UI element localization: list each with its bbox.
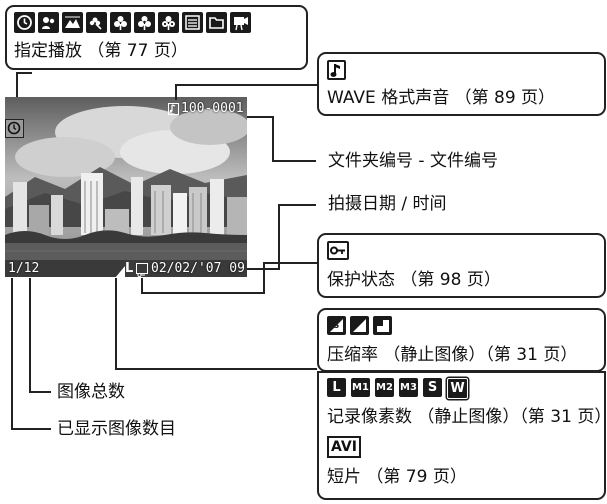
compression-box: S 压缩率 （静止图像）（第 31 页）: [317, 308, 606, 372]
compression-marker-icon: [115, 263, 125, 277]
file-number-label: 文件夹编号 - 文件编号: [328, 151, 498, 171]
club-three-icon: [158, 12, 179, 33]
size-w-icon: W: [447, 378, 468, 399]
wave-sound-caption: WAVE 格式声音 （第 89 页）: [327, 88, 556, 108]
total-images-label: 图像总数: [57, 382, 125, 402]
club-one-icon: [110, 12, 131, 33]
file-number-leader-horizontal: [272, 160, 316, 162]
protect-leader-to-box: [263, 262, 317, 264]
datetime-label: 拍摄日期 / 时间: [328, 194, 447, 214]
protect-box: 保护状态 （第 98 页）: [317, 233, 606, 298]
displayed-image-leader-vertical: [11, 278, 13, 430]
displayed-image-label: 已显示图像数目: [57, 419, 176, 439]
folder-icon: [206, 12, 227, 33]
list-icon: [182, 12, 203, 33]
size-m3-icon: M3: [399, 378, 418, 397]
displayed-image-leader-horizontal: [11, 428, 51, 430]
compression-leader-horizontal: [115, 368, 317, 370]
city-photo: [5, 97, 247, 277]
lcd-preview-screen: 100-0001 1/12 L 02/02/'07 09:30: [5, 97, 247, 277]
macro-icon: [86, 12, 107, 33]
protect-marker-icon: [136, 263, 148, 277]
size-m2-icon: M2: [375, 378, 394, 397]
superfine-icon: S: [327, 316, 346, 335]
compression-caption: 压缩率 （静止图像）（第 31 页）: [327, 345, 578, 365]
fine-icon: [350, 316, 369, 335]
compression-icon-row: S: [327, 316, 392, 335]
resolution-box: L M1 M2 M3 S W 记录像素数 （静止图像）（第 31 页） AVI …: [317, 371, 607, 500]
club-two-icon: [134, 12, 155, 33]
size-l-icon: L: [327, 378, 346, 397]
landscape-icon: [62, 12, 83, 33]
key-icon: [327, 241, 349, 260]
file-number-overlay: 100-0001: [181, 101, 244, 116]
total-images-leader-vertical: [29, 278, 31, 393]
portrait-icon: [38, 12, 59, 33]
size-marker-text: L: [125, 261, 134, 276]
jump-playback-caption: 指定播放 （第 77 页）: [14, 41, 188, 61]
total-images-leader-horizontal: [29, 391, 51, 393]
datetime-leader-horizontal: [278, 204, 316, 206]
wave-sound-marker-icon: [168, 103, 179, 115]
audio-note-icon: [327, 60, 346, 80]
resolution-caption: 记录像素数 （静止图像）（第 31 页）: [327, 407, 607, 427]
protect-leader-up: [263, 262, 265, 294]
image-count-overlay: 1/12: [8, 261, 40, 276]
protect-leader-vertical: [141, 278, 143, 294]
jump-icon-row: [14, 12, 251, 33]
wave-sound-box: WAVE 格式声音 （第 89 页）: [317, 52, 606, 116]
avi-caption: 短片 （第 79 页）: [327, 467, 467, 487]
jump-marker-icon: [5, 119, 24, 138]
wave-leader-vertical: [175, 84, 177, 100]
datetime-leader-vertical: [278, 204, 280, 270]
compression-leader-vertical: [115, 278, 117, 370]
resolution-icon-row: L M1 M2 M3 S W: [327, 378, 468, 399]
size-s-icon: S: [423, 378, 442, 397]
svg-text:S: S: [334, 321, 340, 330]
avi-icon: AVI: [327, 436, 361, 458]
datetime-overlay: 02/02/'07 09:30: [151, 261, 247, 276]
protect-leader-horizontal: [141, 292, 265, 294]
jump-playback-box: 指定播放 （第 77 页）: [5, 5, 308, 70]
jump-leader-horizontal: [16, 72, 32, 74]
file-number-leader-top: [247, 116, 274, 118]
movie-icon: [230, 12, 251, 33]
file-number-leader-vertical: [272, 116, 274, 162]
protect-caption: 保护状态 （第 98 页）: [327, 270, 501, 290]
normal-icon: [373, 316, 392, 335]
wave-leader-horizontal: [175, 84, 317, 86]
clock-icon: [14, 12, 35, 33]
size-m1-icon: M1: [351, 378, 370, 397]
